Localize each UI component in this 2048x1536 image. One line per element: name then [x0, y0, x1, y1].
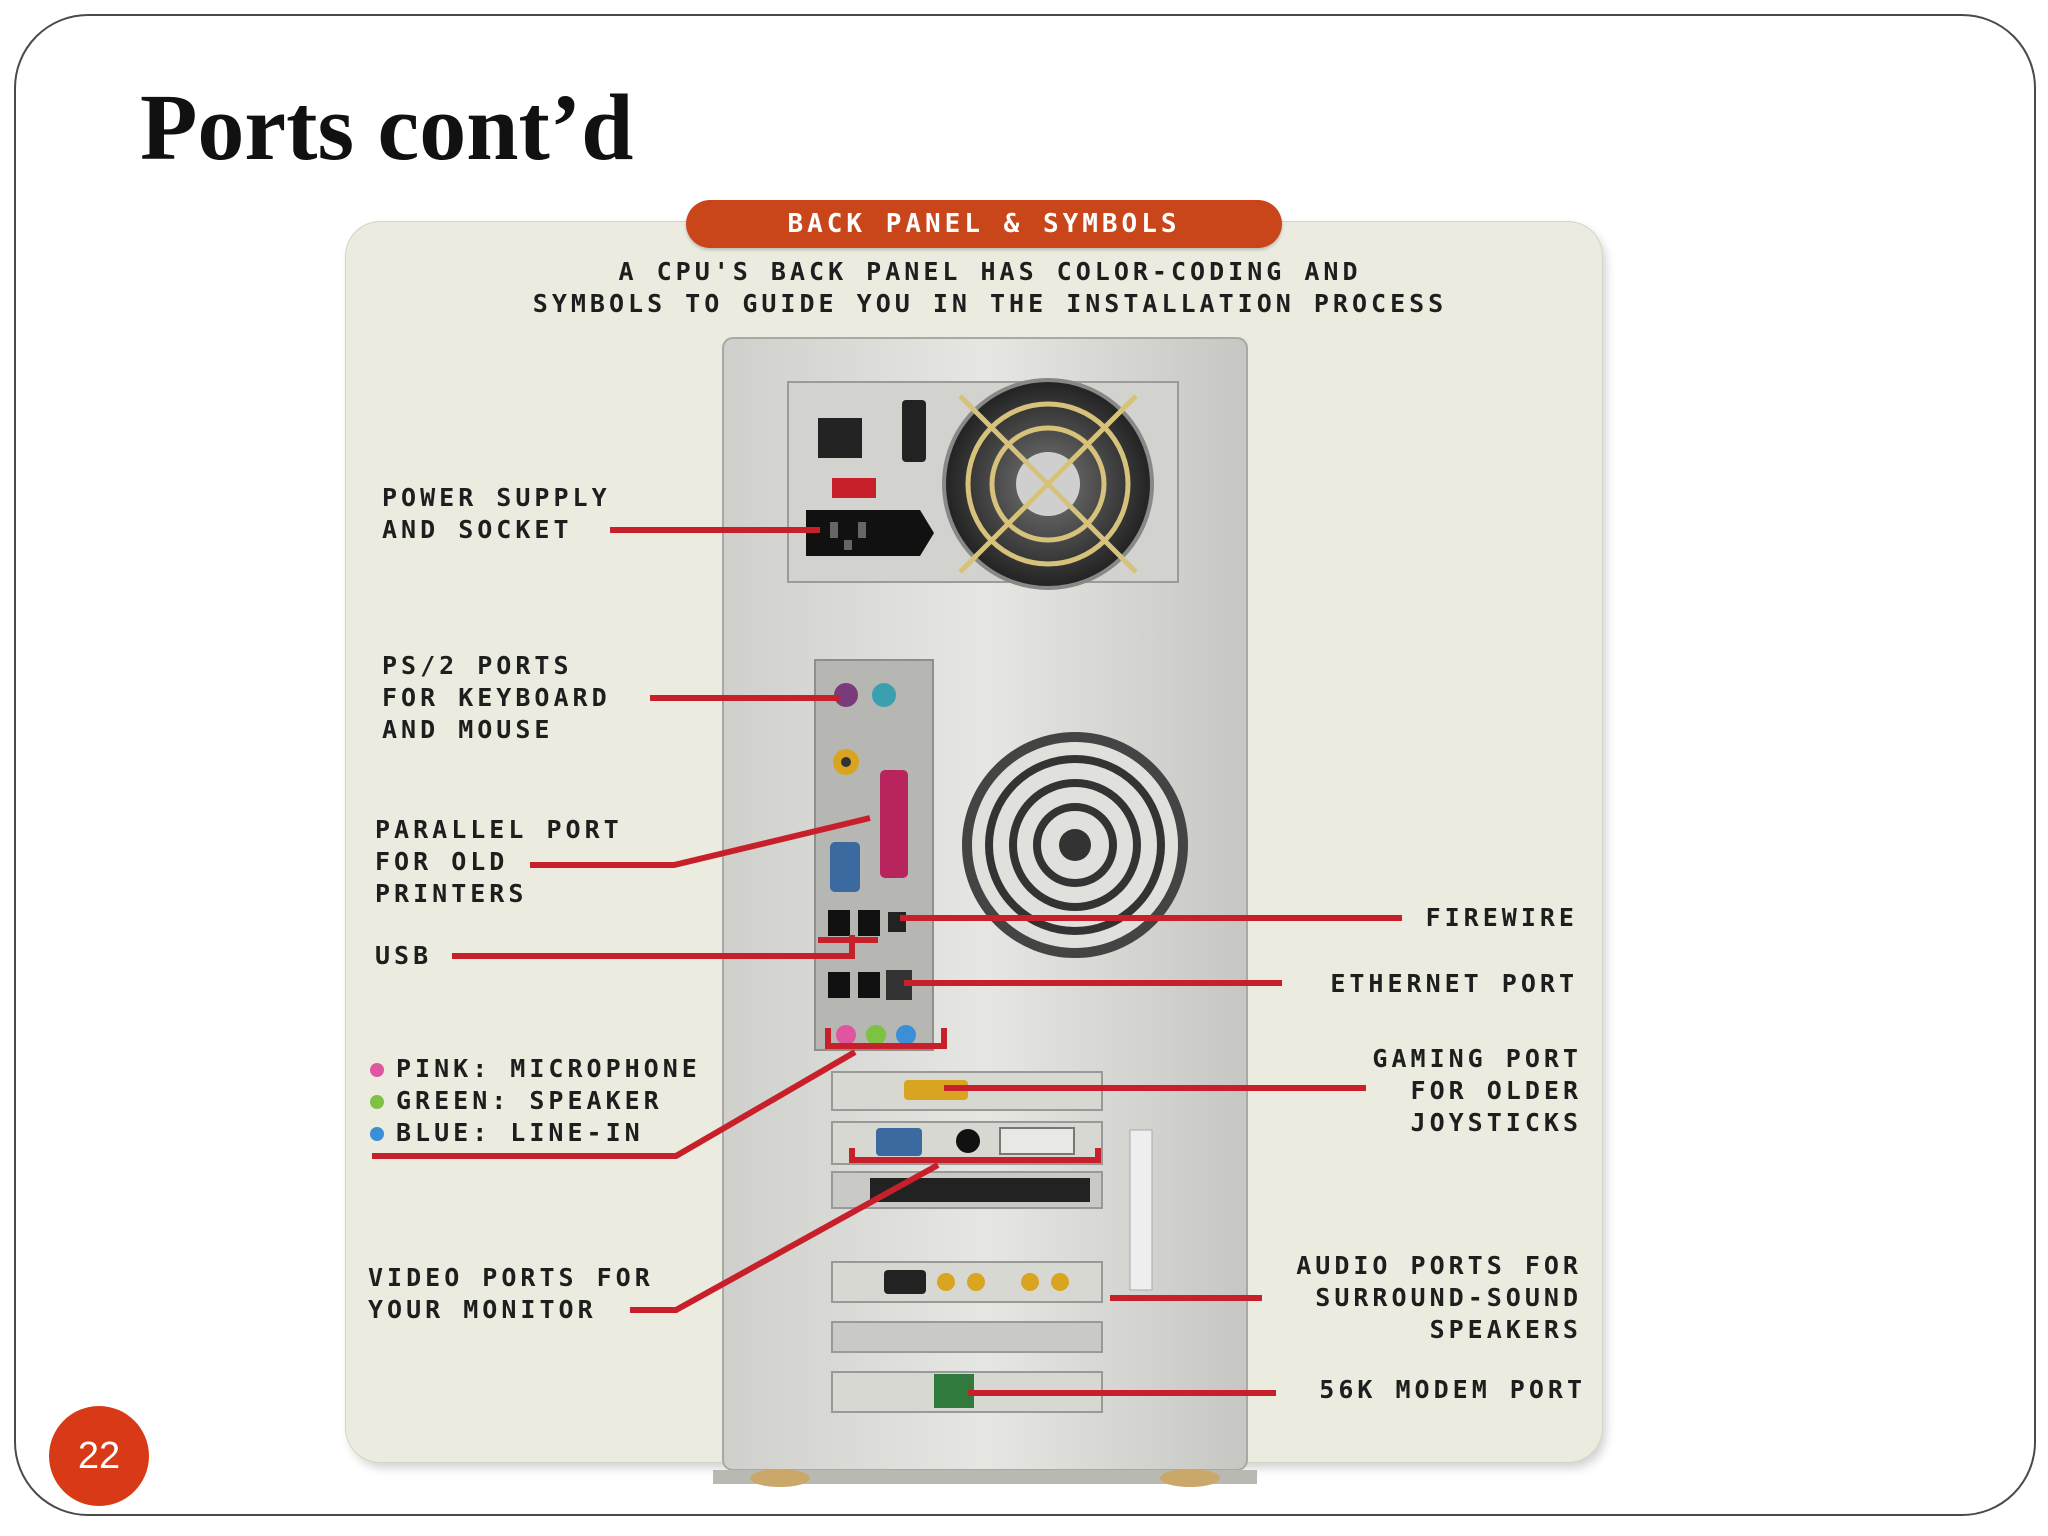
- diagram-subtitle-line-2: SYMBOLS TO GUIDE YOU IN THE INSTALLATION…: [532, 289, 1448, 318]
- label-power-supply: POWER SUPPLY AND SOCKET: [382, 482, 611, 546]
- label-gaming-line-1: GAMING PORT: [1372, 1044, 1582, 1073]
- slide-title: Ports cont’d: [140, 76, 634, 180]
- label-power-line-1: POWER SUPPLY: [382, 483, 611, 512]
- case-fan: [962, 732, 1188, 958]
- leader-line-video: [630, 1162, 940, 1313]
- label-ethernet-port: ETHERNET PORT: [1330, 969, 1578, 998]
- label-audio-ports-line-3: SPEAKERS: [1429, 1315, 1582, 1344]
- label-gaming-line-2: FOR OLDER: [1410, 1076, 1582, 1105]
- diagram-banner: BACK PANEL & SYMBOLS: [686, 200, 1282, 248]
- label-power-line-2: AND SOCKET: [382, 515, 573, 544]
- label-parallel-port: PARALLEL PORT FOR OLD PRINTERS: [375, 814, 623, 910]
- label-ps2-ports: PS/2 PORTS FOR KEYBOARD AND MOUSE: [382, 650, 611, 746]
- label-audio-jacks: PINK: MICROPHONE GREEN: SPEAKER BLUE: LI…: [370, 1053, 701, 1149]
- label-audio-ports: AUDIO PORTS FOR SURROUND-SOUND SPEAKERS: [1240, 1250, 1582, 1346]
- expansion-slots: [831, 1071, 1153, 1413]
- audio-jack-pink: PINK: MICROPHONE: [370, 1053, 701, 1085]
- leader-line-video-bracket: [849, 1148, 1101, 1163]
- label-gaming-line-3: JOYSTICKS: [1410, 1108, 1582, 1137]
- psu-fan: [942, 378, 1154, 590]
- leader-line-audio-jacks: [372, 1049, 857, 1159]
- label-firewire: FIREWIRE: [1425, 903, 1578, 932]
- audio-jack-green: GREEN: SPEAKER: [370, 1085, 701, 1117]
- label-gaming-port: GAMING PORT FOR OLDER JOYSTICKS: [1300, 1043, 1582, 1139]
- label-audio-ports-line-2: SURROUND-SOUND: [1315, 1283, 1582, 1312]
- io-shield: [814, 659, 934, 1051]
- label-parallel-line-2: FOR OLD: [375, 847, 509, 876]
- label-video-line-2: YOUR MONITOR: [368, 1295, 597, 1324]
- label-parallel-line-1: PARALLEL PORT: [375, 815, 623, 844]
- label-video-ports: VIDEO PORTS FOR YOUR MONITOR: [368, 1262, 654, 1326]
- label-audio-ports-line-1: AUDIO PORTS FOR: [1296, 1251, 1582, 1280]
- label-video-line-1: VIDEO PORTS FOR: [368, 1263, 654, 1292]
- page-number-badge: 22: [49, 1406, 149, 1506]
- audio-jack-blue: BLUE: LINE-IN: [370, 1117, 701, 1149]
- label-56k-modem-port: 56K MODEM PORT: [1319, 1375, 1586, 1404]
- blue-dot-icon: [370, 1127, 384, 1141]
- label-usb: USB: [375, 941, 433, 970]
- green-dot-icon: [370, 1095, 384, 1109]
- leader-line-parallel: [530, 815, 871, 868]
- pink-dot-icon: [370, 1063, 384, 1077]
- diagram-subtitle-line-1: A CPU'S BACK PANEL HAS COLOR-CODING AND: [618, 257, 1362, 286]
- label-ps2-line-3: AND MOUSE: [382, 715, 554, 744]
- label-parallel-line-3: PRINTERS: [375, 879, 528, 908]
- leader-line-audio-bracket: [825, 1028, 947, 1049]
- label-ps2-line-1: PS/2 PORTS: [382, 651, 573, 680]
- label-ps2-line-2: FOR KEYBOARD: [382, 683, 611, 712]
- leader-lines: [372, 527, 1402, 1396]
